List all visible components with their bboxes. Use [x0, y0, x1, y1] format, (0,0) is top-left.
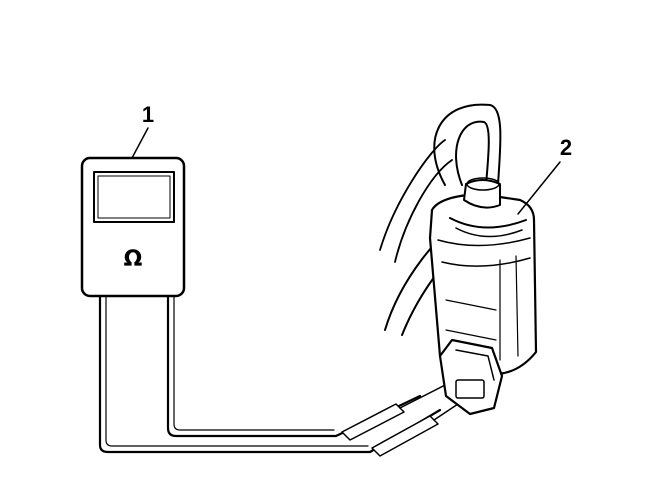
test-lead-black	[98, 293, 442, 454]
valve-port	[463, 179, 501, 209]
test-leads	[98, 293, 471, 457]
test-lead-red	[166, 293, 422, 438]
electrical-connector	[438, 338, 504, 416]
ohmmeter: Ω	[80, 156, 186, 298]
callout-1-label: 1	[142, 102, 154, 127]
callout-1-leader	[131, 127, 149, 159]
callout-2: 2	[517, 135, 572, 215]
callout-1: 1	[131, 102, 154, 159]
valve-body	[428, 192, 538, 376]
probe-tip-2	[371, 415, 439, 457]
callout-2-leader	[517, 161, 561, 215]
solenoid-valve	[428, 177, 538, 376]
callout-2-label: 2	[560, 135, 572, 160]
meter-display	[93, 171, 175, 223]
ohm-symbol: Ω	[124, 247, 143, 272]
probe-tip-1	[341, 403, 405, 441]
